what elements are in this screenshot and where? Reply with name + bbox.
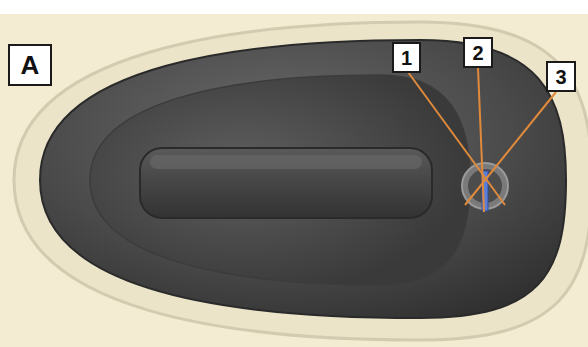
door-panel bbox=[0, 14, 588, 347]
handle-highlight bbox=[150, 155, 422, 169]
callout-number: 3 bbox=[546, 61, 576, 92]
box-text: 3 bbox=[555, 67, 566, 87]
box-text: 1 bbox=[401, 48, 412, 68]
callout-number: 1 bbox=[392, 42, 421, 73]
recess-rim bbox=[14, 22, 588, 340]
leader-line bbox=[478, 68, 484, 212]
callout-number: 2 bbox=[463, 37, 493, 68]
handle-recess bbox=[40, 40, 566, 318]
view-letter: A bbox=[8, 44, 52, 86]
box-text: A bbox=[21, 52, 40, 78]
handle-bar bbox=[140, 148, 432, 218]
box-text: 2 bbox=[472, 43, 483, 63]
leader-line bbox=[408, 72, 505, 205]
leader-line bbox=[465, 92, 556, 205]
finger-cavity bbox=[90, 75, 470, 285]
